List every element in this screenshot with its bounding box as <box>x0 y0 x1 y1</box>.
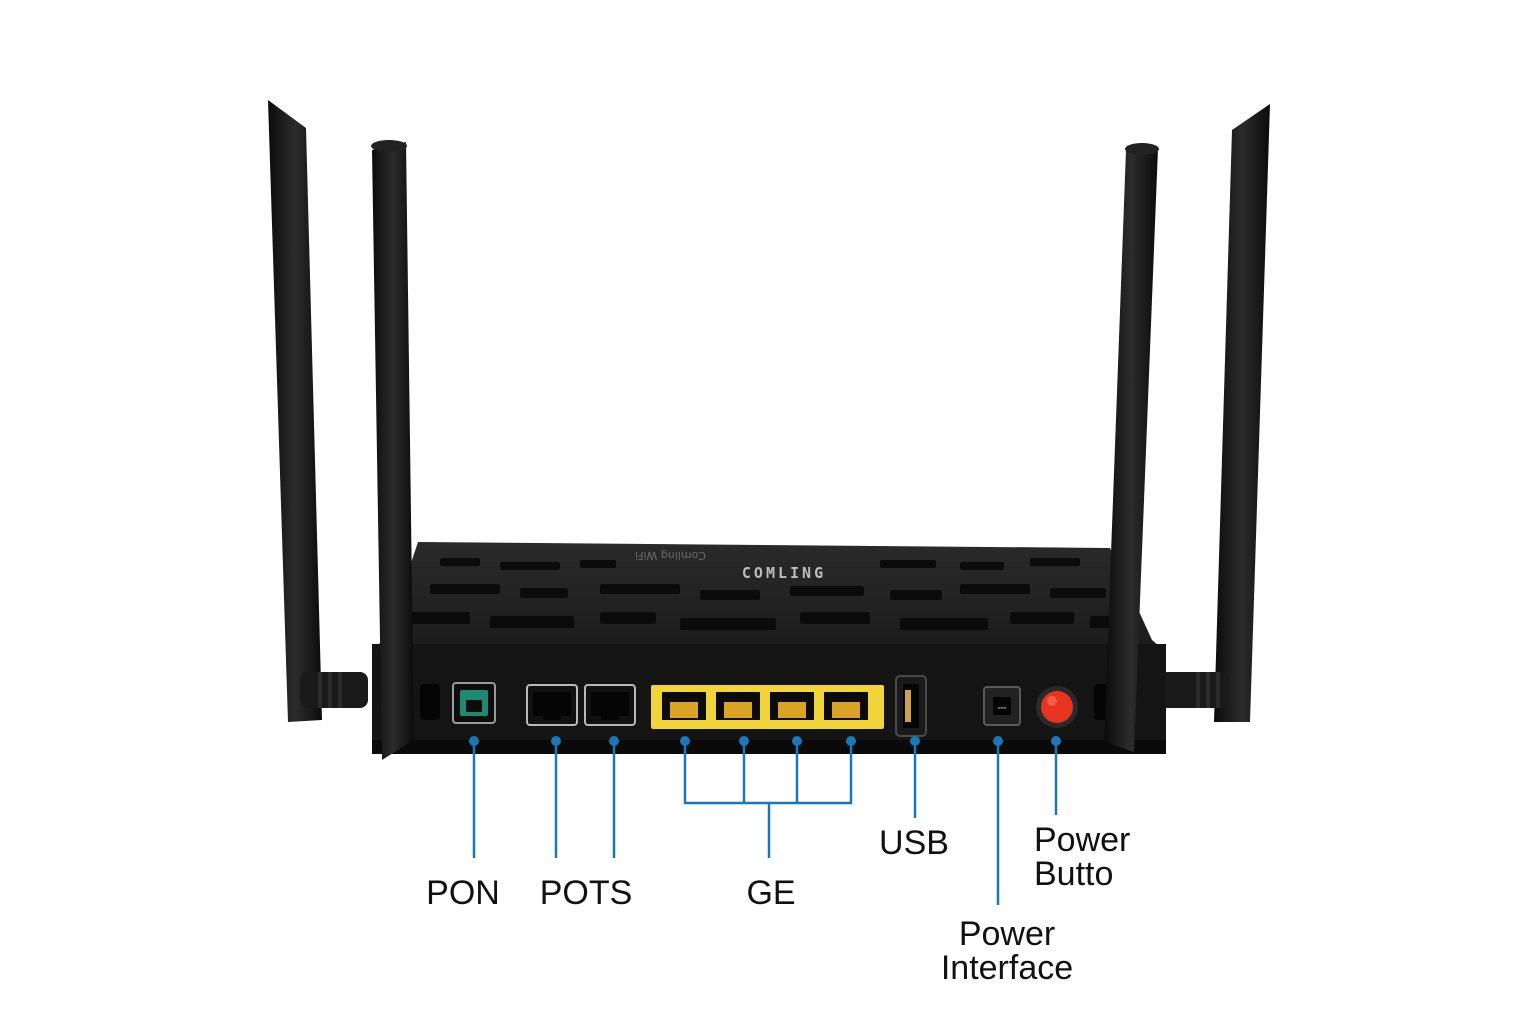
label-usb: USB <box>879 824 949 862</box>
power-button <box>1036 686 1078 728</box>
router-body <box>372 542 1166 754</box>
label-power-button-line1: Power <box>1034 821 1131 859</box>
label-power-interface: Power Interface <box>941 917 1073 985</box>
antenna-inner-right <box>1104 143 1159 752</box>
ge-port-block <box>651 685 884 729</box>
svg-text:⎓: ⎓ <box>998 701 1007 714</box>
callout-dot-pon <box>469 736 479 746</box>
label-pon: PON <box>426 874 500 912</box>
callout-dot-ge-3 <box>792 736 802 746</box>
pots-port-2 <box>584 684 636 726</box>
callout-dot-power-button <box>1051 736 1061 746</box>
label-power-interface-line1: Power <box>958 915 1056 953</box>
usb-port <box>895 675 927 737</box>
antenna-inner-left <box>371 140 414 760</box>
antenna-outer-left <box>268 100 368 722</box>
pon-port <box>452 682 496 724</box>
label-pots: POTS <box>539 874 633 912</box>
callout-dot-ge-2 <box>739 736 749 746</box>
label-power-button: Power Butto <box>1034 823 1130 891</box>
label-power-interface-line2: Interface <box>940 949 1074 987</box>
antenna-outer-right <box>1160 104 1270 722</box>
callout-dot-usb <box>910 736 920 746</box>
svg-text:Comling WiFi: Comling WiFi <box>635 549 706 562</box>
callout-dot-power-interface <box>993 736 1003 746</box>
callout-dot-ge-4 <box>846 736 856 746</box>
callout-dots <box>469 736 1061 746</box>
callout-dot-pots-1 <box>551 736 561 746</box>
device-logo: Comling WiFi COMLING <box>635 549 826 582</box>
label-power-button-line2: Butto <box>1034 855 1114 893</box>
callout-dot-pots-2 <box>609 736 619 746</box>
callout-lines <box>472 742 1058 905</box>
power-interface-port: ⎓ <box>983 686 1021 726</box>
pots-port-1 <box>526 684 578 726</box>
brand-text: COMLING <box>742 564 826 582</box>
label-ge: GE <box>746 874 796 912</box>
callout-dot-ge-1 <box>680 736 690 746</box>
